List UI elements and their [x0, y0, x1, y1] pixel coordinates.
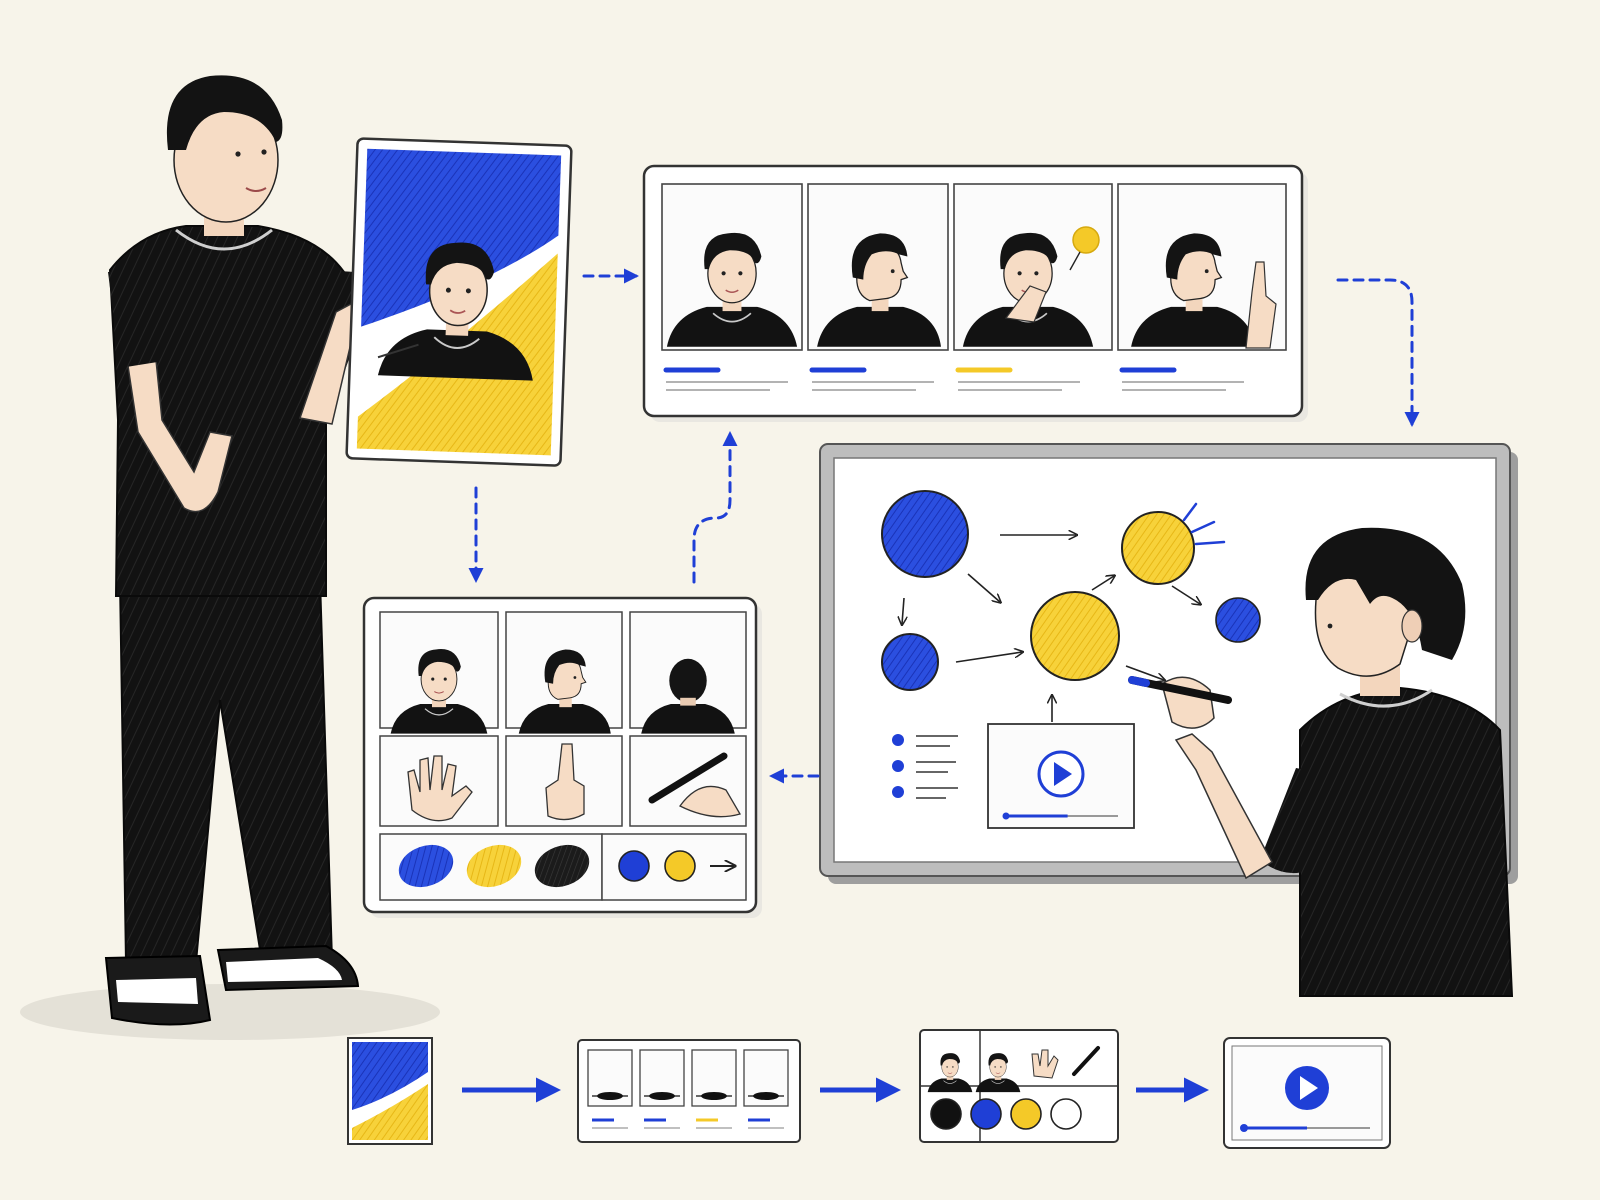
mini-color-dot [970, 1098, 1002, 1130]
turnaround-frame-thinking [953, 183, 1113, 351]
play-icon [1037, 750, 1085, 798]
bullet-list-icon [892, 734, 958, 799]
open-hand-icon [379, 735, 499, 827]
reference-portrait [345, 137, 573, 467]
sheet-face-back [629, 611, 747, 734]
mini-frame [639, 1049, 685, 1107]
play-icon [1285, 1066, 1329, 1110]
color-swatch [466, 844, 522, 888]
pointing-hand-icon [505, 735, 623, 827]
mini-color-dot [1010, 1098, 1042, 1130]
color-dots [618, 850, 696, 882]
color-swatch [534, 844, 590, 888]
video-player [987, 723, 1135, 829]
sheet-face-side [505, 611, 623, 735]
color-dot [664, 850, 696, 882]
color-swatch [398, 844, 454, 888]
sheet-face-front [379, 611, 499, 735]
color-swatches [398, 844, 590, 888]
bottom-pipeline [347, 1029, 1391, 1149]
turnaround-sheet [642, 164, 1308, 422]
turnaround-frame-front [661, 183, 803, 351]
turnaround-frame-side [807, 183, 949, 351]
pipeline-step-video [1223, 1037, 1391, 1149]
color-dot [618, 850, 650, 882]
pipeline-step-sheet [919, 1029, 1119, 1143]
pipeline-step-expression [577, 1039, 801, 1143]
character-sheet [362, 596, 762, 918]
mini-color-dot [930, 1098, 962, 1130]
standing-character [20, 75, 440, 1040]
drawing-character [1128, 527, 1514, 997]
pipeline-step-portrait [347, 1037, 433, 1145]
pen-icon [629, 735, 747, 827]
whiteboard-diagram [881, 490, 1261, 829]
flow-connectors [468, 268, 1420, 784]
turnaround-frame-pointing [1117, 183, 1287, 351]
mini-color-dot [1050, 1098, 1082, 1130]
turnaround-captions [663, 367, 1244, 391]
